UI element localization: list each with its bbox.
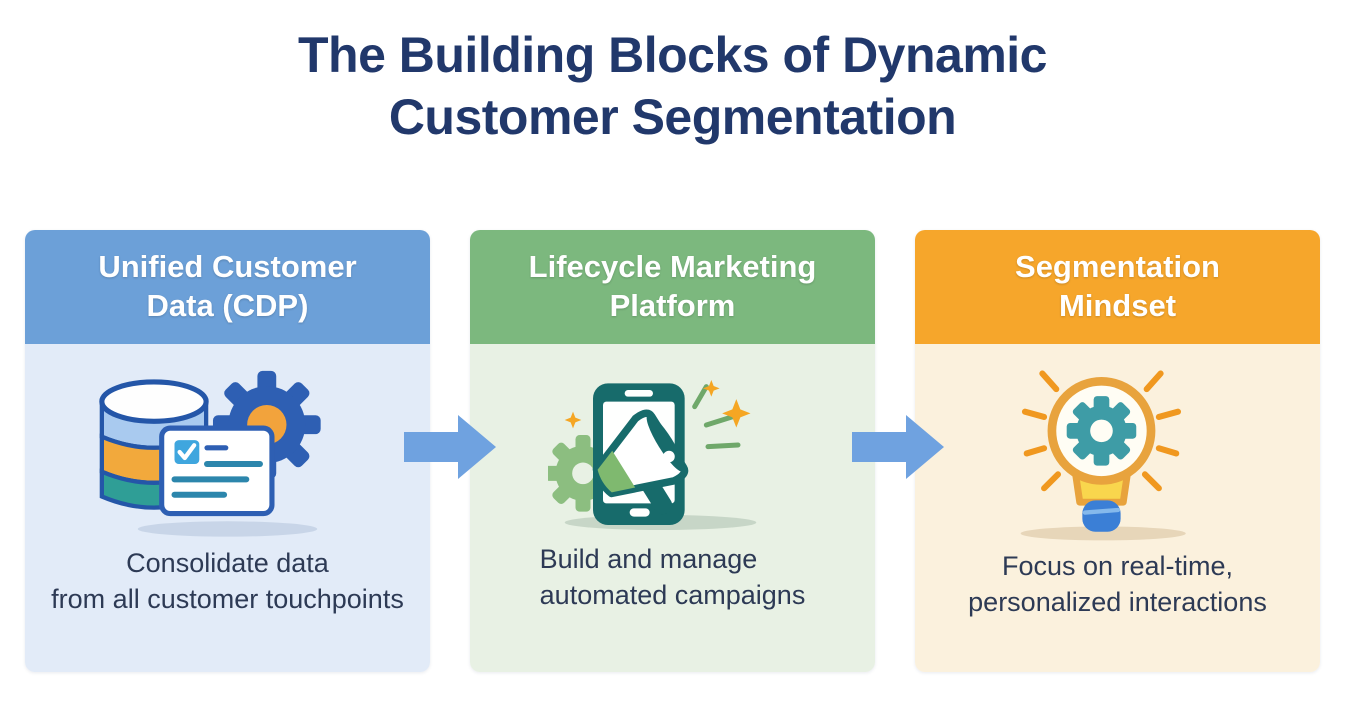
- card-description: Consolidate data from all customer touch…: [51, 547, 404, 615]
- card-lifecycle-marketing-platform: Lifecycle Marketing Platform: [470, 230, 875, 672]
- building-blocks-row: Unified Customer Data (CDP): [25, 230, 1320, 672]
- card-description: Focus on real-time, personalized interac…: [968, 550, 1267, 618]
- lightbulb-gear-icon: [1018, 370, 1218, 544]
- page-title: The Building Blocks of Dynamic Customer …: [298, 27, 1048, 145]
- card-description: Build and manage automated campaigns: [539, 543, 806, 611]
- card-body: Consolidate data from all customer touch…: [25, 344, 430, 672]
- card-body: Focus on real-time, personalized interac…: [915, 344, 1320, 672]
- arrow-right-icon: [404, 415, 496, 479]
- card-body: Build and manage automated campaigns: [470, 344, 875, 672]
- card-header: Segmentation Mindset: [915, 230, 1320, 344]
- card-unified-customer-data: Unified Customer Data (CDP): [25, 230, 430, 672]
- card-segmentation-mindset: Segmentation Mindset: [915, 230, 1320, 672]
- arrow-right-icon: [852, 415, 944, 479]
- database-document-gear-icon: [95, 370, 360, 541]
- card-header: Unified Customer Data (CDP): [25, 230, 430, 344]
- card-header: Lifecycle Marketing Platform: [470, 230, 875, 344]
- smartphone-megaphone-icon: [544, 370, 798, 537]
